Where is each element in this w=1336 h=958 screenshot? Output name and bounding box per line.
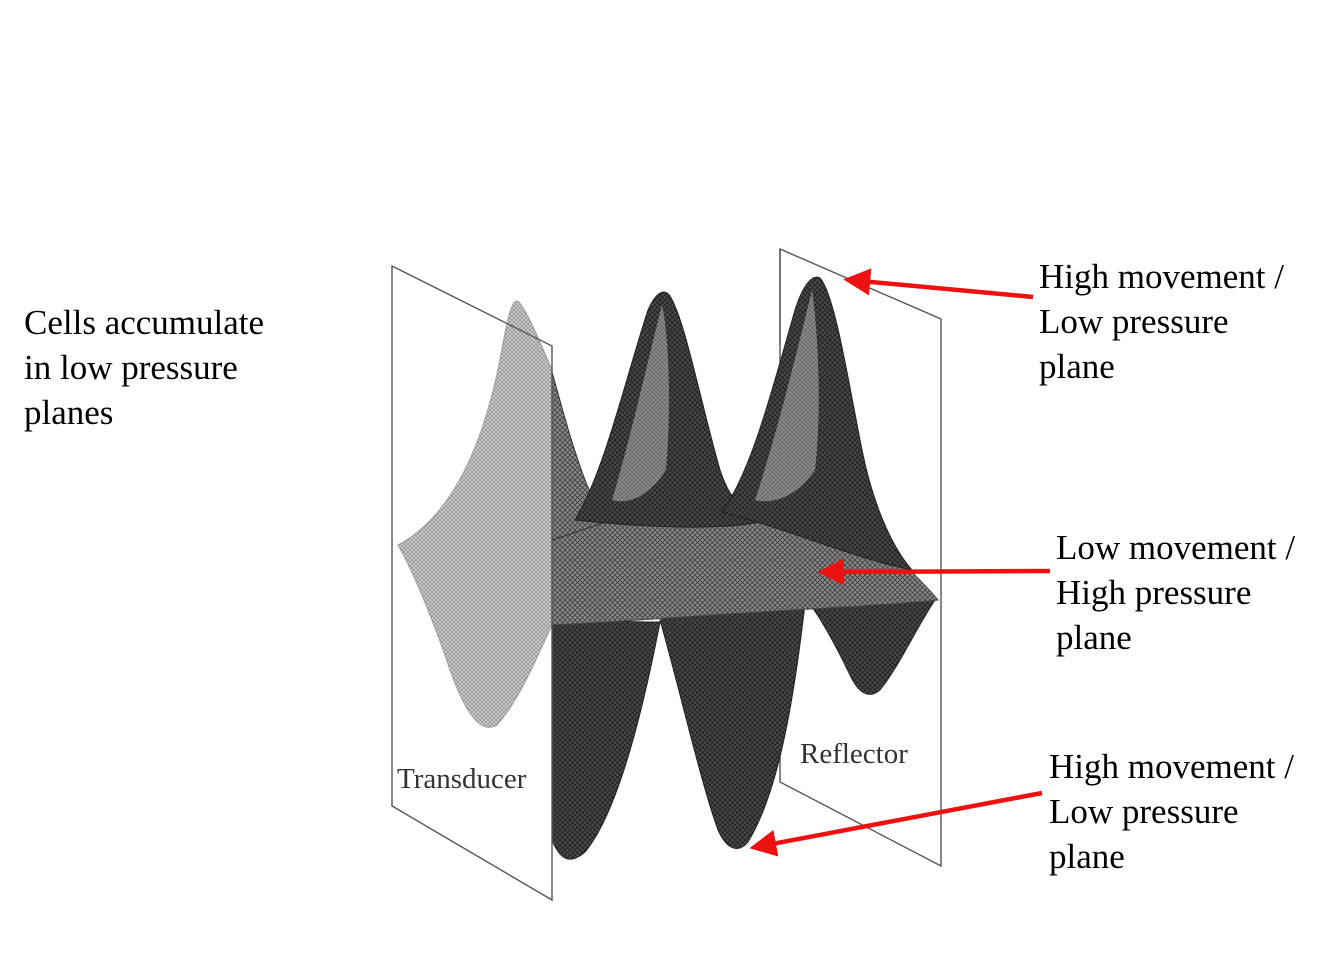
annotation-middle-line-3: plane [1056, 618, 1132, 657]
transducer-plate [391, 264, 553, 902]
left-caption-line-1: Cells accumulate [24, 303, 265, 342]
transducer-label: Transducer [397, 763, 527, 795]
arrow-bottom [749, 790, 1043, 857]
left-caption-line-3: planes [24, 393, 114, 432]
annotation-middle-line-1: Low movement / [1056, 528, 1296, 567]
annotation-middle: Low movement / High pressure plane [1056, 525, 1295, 660]
left-caption: Cells accumulate in low pressure planes [24, 300, 264, 435]
arrow-top [843, 268, 1034, 300]
reflector-label: Reflector [800, 738, 908, 770]
peak-2-highlight [612, 305, 669, 502]
annotation-bottom: High movement / Low pressure plane [1049, 744, 1294, 879]
annotation-top-line-1: High movement / [1039, 257, 1284, 296]
annotation-bottom-line-1: High movement / [1049, 747, 1294, 786]
annotation-top: High movement / Low pressure plane [1039, 254, 1284, 389]
annotation-bottom-line-2: Low pressure [1049, 792, 1239, 831]
annotation-bottom-line-3: plane [1049, 837, 1125, 876]
wave-trough-1 [551, 614, 661, 860]
annotation-middle-line-2: High pressure [1056, 573, 1252, 612]
arrow-middle [817, 558, 1051, 586]
annotation-top-line-3: plane [1039, 347, 1115, 386]
annotation-top-line-2: Low pressure [1039, 302, 1229, 341]
wave-trough-2 [659, 603, 806, 849]
peak-3-highlight [755, 290, 819, 502]
left-caption-line-2: in low pressure [24, 348, 238, 387]
wave-mesh-transducer-side [397, 300, 553, 728]
